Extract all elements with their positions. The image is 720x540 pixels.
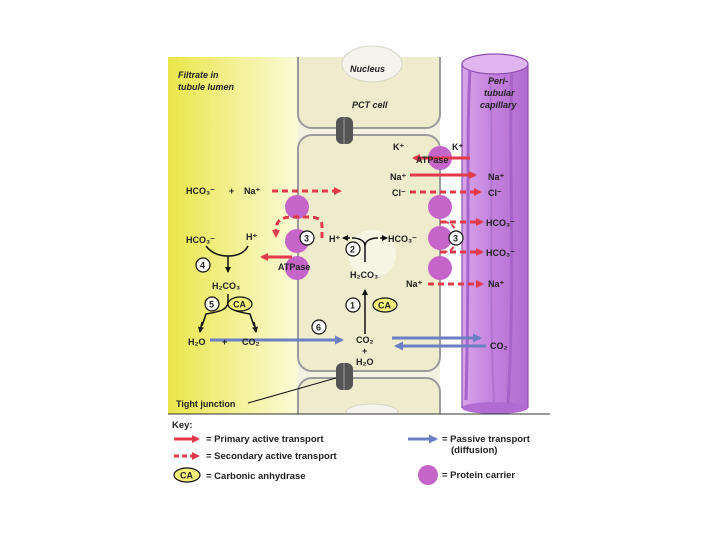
pct-cell-label: PCT cell: [352, 100, 388, 110]
capillary-top-opening: [461, 53, 529, 75]
blood-cl: Cl⁻: [488, 188, 502, 198]
nucleus-label: Nucleus: [350, 64, 385, 74]
reaction-arrow-lumen-combine: [205, 245, 249, 272]
svg-text:5: 5: [209, 300, 214, 310]
blood-co2: CO₂: [490, 341, 508, 351]
lumen-co2: CO₂: [242, 337, 260, 347]
protein-carrier-lumen-atpase: [285, 256, 309, 280]
tight-junction-label: Tight junction: [176, 399, 235, 409]
protein-carrier-baso-3: [428, 256, 452, 280]
blood-na: Na⁺: [488, 172, 505, 182]
svg-text:CA: CA: [378, 301, 391, 311]
key-title: Key:: [172, 420, 193, 431]
secondary-arrow-h-antiport: [272, 215, 324, 238]
capillary-label-line1: Peri-: [488, 76, 508, 86]
reaction-arrow-dissociation: [351, 237, 379, 262]
cell-na-bottom: Na⁺: [406, 279, 423, 289]
lumen-plus-1: +: [229, 186, 234, 196]
nucleus: [341, 45, 403, 83]
blood-na-bottom: Na⁺: [488, 279, 505, 289]
step-2-marker: 2: [345, 241, 361, 257]
cell-plus: +: [362, 346, 367, 356]
cell-k: K⁺: [393, 142, 404, 152]
cell-na: Na⁺: [390, 172, 407, 182]
lumen-h2o: H₂O: [188, 337, 206, 347]
lumen-h2co3: H₂CO₃: [212, 281, 240, 291]
protein-carrier-baso-1: [428, 195, 452, 219]
cell-cl: Cl⁻: [392, 188, 406, 198]
cell-atpase-top: ATPase: [416, 155, 448, 165]
lumen-label-line2: tubule lumen: [178, 82, 235, 92]
key-panel: [168, 414, 550, 494]
step-3-marker-baso: 3: [448, 230, 464, 246]
svg-text:4: 4: [200, 261, 205, 271]
key-carrier-label: = Protein carrier: [442, 470, 515, 481]
cell-vacuole: [348, 230, 396, 278]
peritubular-capillary: [462, 64, 528, 408]
blood-k: K⁺: [452, 142, 463, 152]
tight-junction-pointer: [247, 377, 337, 404]
cell-h2co3: H₂CO₃: [350, 270, 378, 280]
lumen-hco3-1: HCO₃⁻: [186, 186, 215, 196]
blood-hco3-1: HCO₃⁻: [486, 218, 515, 228]
key-secondary-label: = Secondary active transport: [206, 451, 338, 462]
lumen-hco3-2: HCO₃⁻: [186, 235, 215, 245]
svg-text:3: 3: [453, 234, 458, 244]
cell-co2: CO₂: [356, 335, 374, 345]
lumen-na: Na⁺: [244, 186, 261, 196]
ca-badge-lumen: CA: [227, 296, 253, 312]
svg-text:6: 6: [316, 323, 321, 333]
step-6-marker: 6: [311, 319, 327, 335]
svg-text:CA: CA: [180, 471, 193, 481]
lumen-label-line1: Filtrate in: [178, 70, 219, 80]
capillary-label-line3: capillary: [480, 100, 518, 110]
key-ca-badge: CA: [173, 467, 201, 483]
protein-carrier-baso-2: [428, 226, 452, 250]
svg-text:3: 3: [304, 234, 309, 244]
lumen-h: H⁺: [246, 232, 257, 242]
step-1-marker: 1: [345, 297, 361, 313]
cell-h: H⁺: [329, 234, 340, 244]
key-passive-label-2: (diffusion): [451, 445, 497, 456]
ca-badge-cell: CA: [372, 297, 398, 313]
capillary-label-line2: tubular: [484, 88, 515, 98]
key-primary-label: = Primary active transport: [206, 434, 324, 445]
svg-text:2: 2: [350, 245, 355, 255]
svg-text:1: 1: [350, 301, 355, 311]
key-protein-carrier: [418, 465, 438, 485]
lumen-plus-2: +: [222, 337, 227, 347]
blood-hco3-2: HCO₃⁻: [486, 248, 515, 258]
key-carbonic-label: = Carbonic anhydrase: [206, 471, 306, 482]
cell-h2o: H₂O: [356, 357, 374, 367]
key-passive-label-1: = Passive transport: [442, 434, 531, 445]
protein-carrier-lumen-1: [285, 195, 309, 219]
cell-atpase-left: ATPase: [278, 262, 310, 272]
step-5-marker: 5: [204, 296, 220, 312]
step-3-marker-lumen: 3: [299, 230, 315, 246]
svg-text:CA: CA: [233, 300, 246, 310]
cell-hco3: HCO₃⁻: [388, 234, 417, 244]
step-4-marker: 4: [195, 257, 211, 273]
